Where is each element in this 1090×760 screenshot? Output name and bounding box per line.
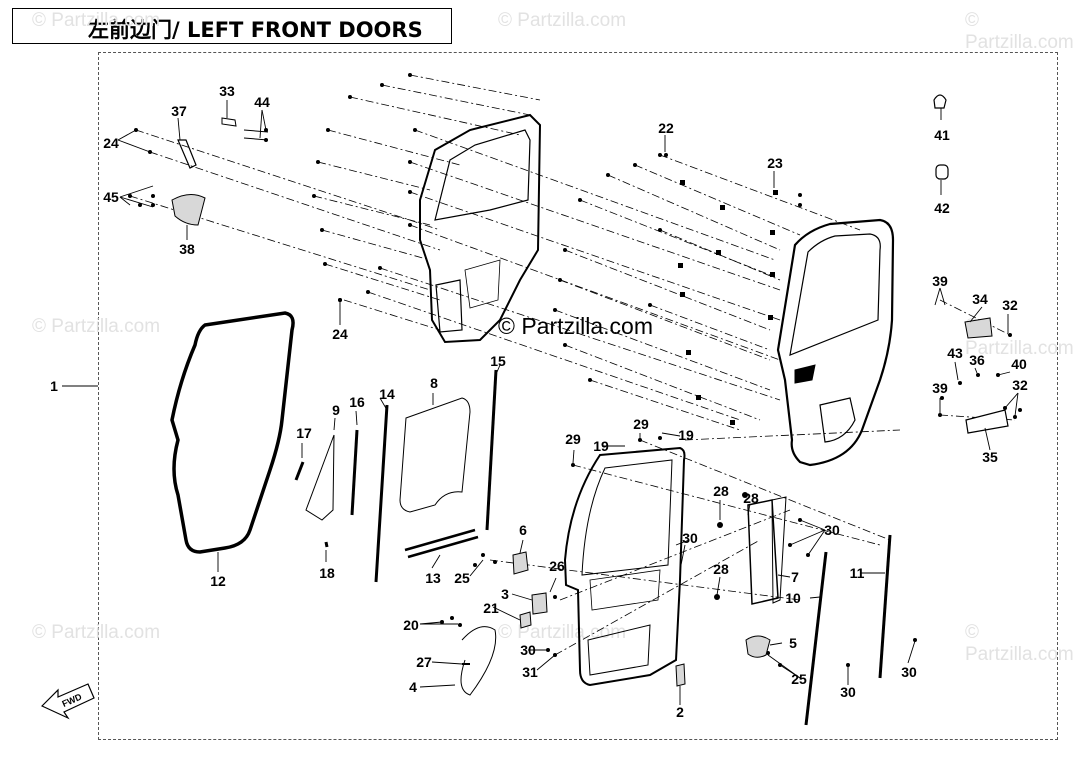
callout-36: 36 [969, 352, 985, 368]
callout-39: 39 [932, 380, 948, 396]
callout-42: 42 [934, 200, 950, 216]
callout-24: 24 [103, 135, 119, 151]
callout-38: 38 [179, 241, 195, 257]
callout-13: 13 [425, 570, 441, 586]
callout-14: 14 [379, 386, 395, 402]
callout-22: 22 [658, 120, 674, 136]
callout-23: 23 [767, 155, 783, 171]
watermark: © Partzilla.com [965, 622, 1074, 665]
callout-7: 7 [791, 569, 799, 585]
callout-39: 39 [932, 273, 948, 289]
callout-8: 8 [430, 375, 438, 391]
callout-31: 31 [522, 664, 538, 680]
watermark: © Partzilla.com [498, 10, 627, 31]
callout-24: 24 [332, 326, 348, 342]
callout-12: 12 [210, 573, 226, 589]
callout-6: 6 [519, 522, 527, 538]
callout-30: 30 [901, 664, 917, 680]
callout-19: 19 [593, 438, 609, 454]
callout-28: 28 [713, 561, 729, 577]
callout-41: 41 [934, 127, 950, 143]
watermark: © Partzilla.com [32, 622, 161, 643]
callout-21: 21 [483, 600, 499, 616]
callout-30: 30 [682, 530, 698, 546]
callout-29: 29 [565, 431, 581, 447]
watermark: © Partzilla.com [32, 10, 161, 31]
callout-40: 40 [1011, 356, 1027, 372]
callout-11: 11 [849, 565, 865, 581]
callout-26: 26 [549, 558, 565, 574]
callout-29: 29 [633, 416, 649, 432]
callout-45: 45 [103, 189, 119, 205]
callout-28: 28 [713, 483, 729, 499]
callout-9: 9 [332, 402, 340, 418]
callout-17: 17 [296, 425, 312, 441]
callout-37: 37 [171, 103, 187, 119]
watermark: © Partzilla.com [498, 622, 627, 643]
callout-1: 1 [50, 378, 58, 394]
forward-arrow-icon: FWD [40, 683, 95, 720]
callout-32: 32 [1002, 297, 1018, 313]
callout-25: 25 [791, 671, 807, 687]
callout-30: 30 [840, 684, 856, 700]
callout-25: 25 [454, 570, 470, 586]
callout-30: 30 [824, 522, 840, 538]
callout-4: 4 [409, 679, 417, 695]
watermark: © Partzilla.com [32, 316, 161, 337]
title-box: 左前边门/ LEFT FRONT DOORS [12, 8, 452, 44]
callout-44: 44 [254, 94, 270, 110]
callout-10: 10 [785, 590, 801, 606]
callout-20: 20 [403, 617, 419, 633]
callout-16: 16 [349, 394, 365, 410]
callout-30: 30 [520, 642, 536, 658]
callout-33: 33 [219, 83, 235, 99]
callout-3: 3 [501, 586, 509, 602]
diagram-title: 左前边门/ LEFT FRONT DOORS [88, 18, 423, 42]
callout-5: 5 [789, 635, 797, 651]
callout-19: 19 [678, 427, 694, 443]
callout-2: 2 [676, 704, 684, 720]
callout-34: 34 [972, 291, 988, 307]
callout-15: 15 [490, 353, 506, 369]
callout-32: 32 [1012, 377, 1028, 393]
callout-18: 18 [319, 565, 335, 581]
diagram-frame [98, 52, 1058, 740]
callout-27: 27 [416, 654, 432, 670]
callout-28: 28 [743, 490, 759, 506]
callout-43: 43 [947, 345, 963, 361]
callout-35: 35 [982, 449, 998, 465]
watermark: © Partzilla.com [965, 10, 1074, 53]
